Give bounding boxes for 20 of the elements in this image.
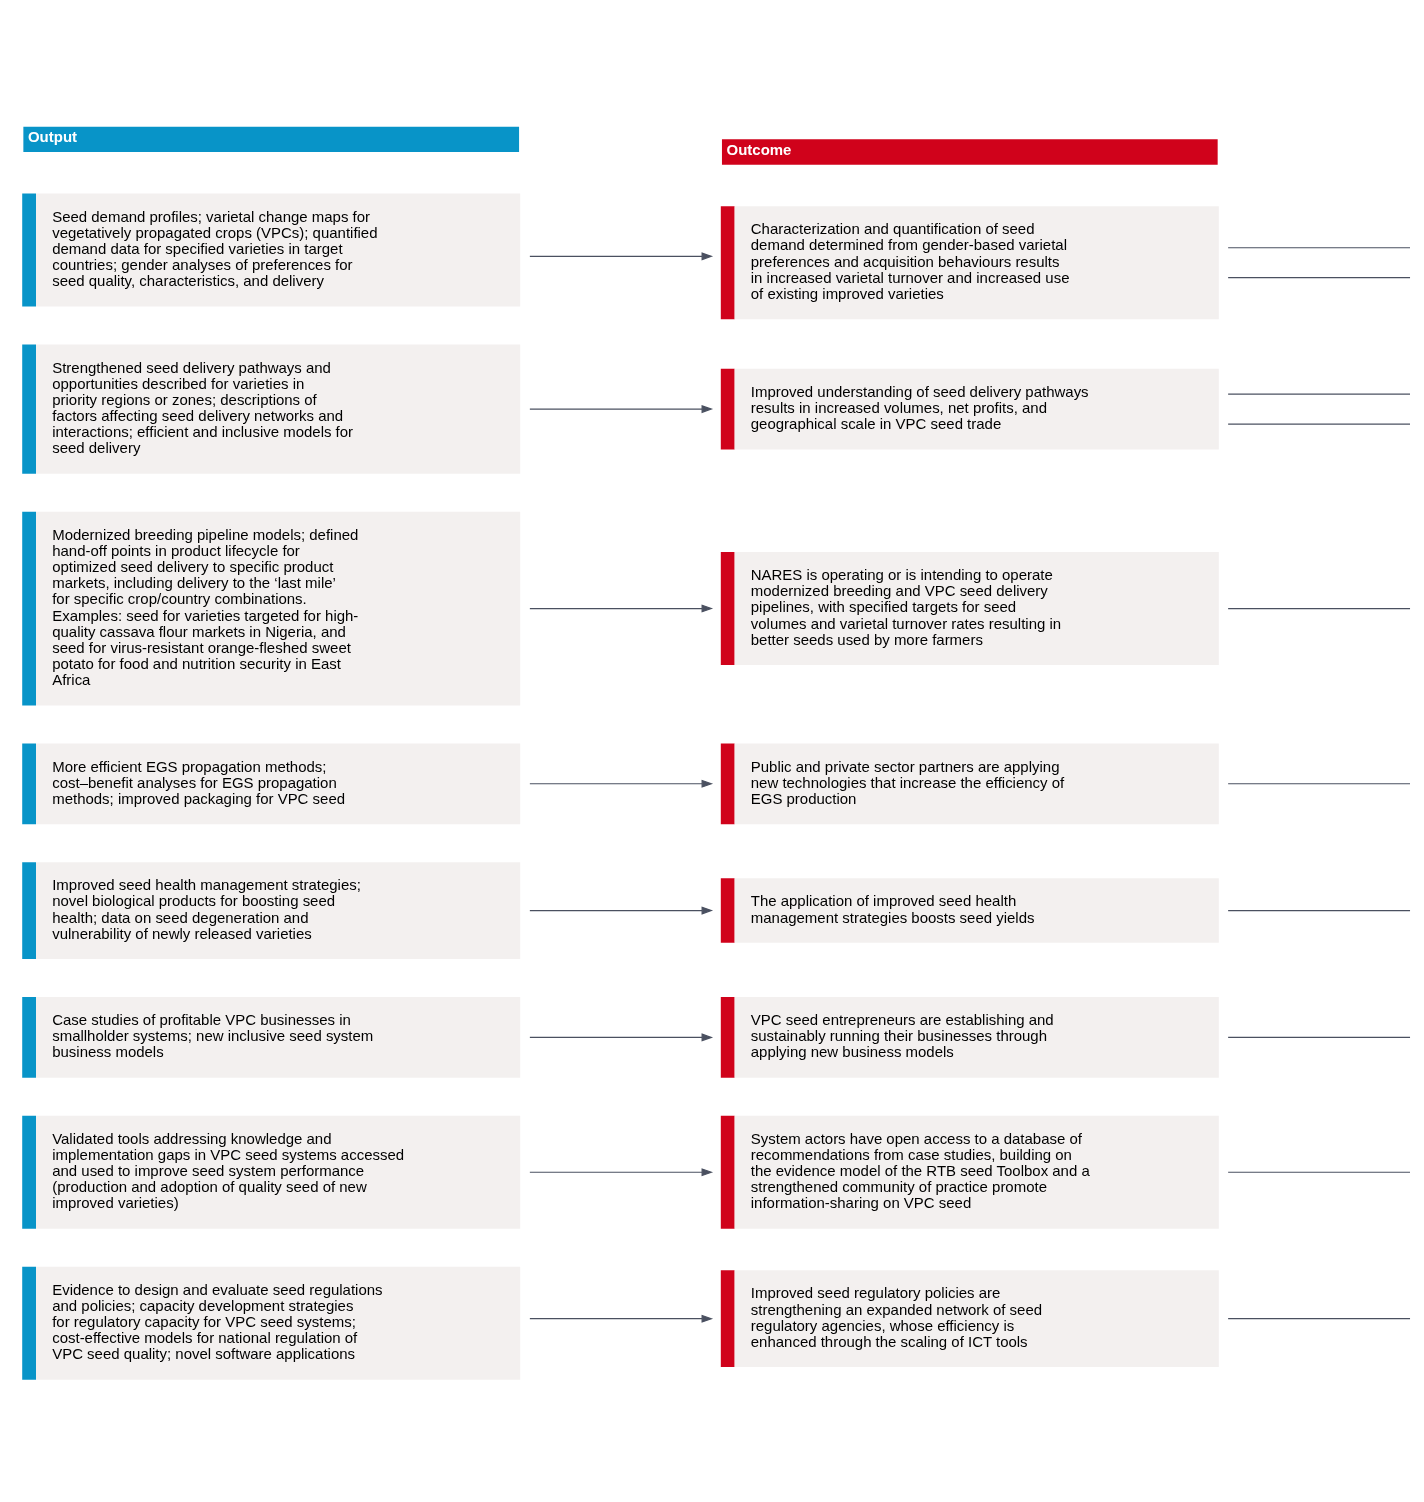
arrow xyxy=(529,1314,714,1323)
arrow xyxy=(529,604,714,613)
connector xyxy=(1227,246,1411,248)
arrow xyxy=(529,1032,714,1041)
arrow xyxy=(529,779,714,788)
arrow xyxy=(529,251,714,260)
connector xyxy=(1227,909,1411,911)
connector xyxy=(1227,393,1411,395)
connector xyxy=(1227,782,1411,784)
connector xyxy=(1227,607,1411,609)
connector xyxy=(1227,1171,1411,1173)
node-box: Output xyxy=(23,126,520,152)
connector xyxy=(1227,276,1411,278)
connector xyxy=(1227,1317,1411,1319)
arrow xyxy=(529,404,714,413)
node-box: Outcome xyxy=(721,138,1218,165)
connector xyxy=(1227,1036,1411,1038)
arrow xyxy=(529,1167,714,1176)
connector xyxy=(1227,423,1411,425)
arrow xyxy=(529,906,714,915)
